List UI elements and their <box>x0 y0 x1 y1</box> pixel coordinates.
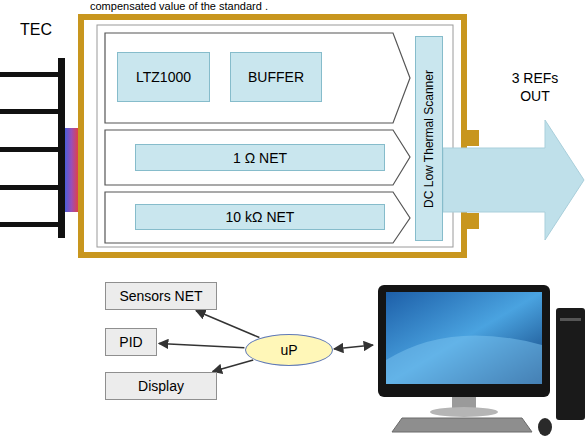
output-label: 3 REFs OUT <box>503 70 567 105</box>
box-text: PID <box>119 334 142 350</box>
buffer-box: BUFFER <box>230 52 322 102</box>
box-text: Sensors NET <box>119 288 202 304</box>
box-text: 10 kΩ NET <box>226 209 295 225</box>
process-box: PID <box>105 328 157 356</box>
box-text: Display <box>138 378 184 394</box>
resistor-network: 1 Ω NET <box>135 144 385 171</box>
box-text: 1 Ω NET <box>233 150 287 166</box>
box-text: LTZ1000 <box>136 69 191 85</box>
chip-box: LTZ1000 <box>117 52 210 102</box>
caption-fragment: compensated value of the standard . <box>90 0 268 14</box>
computer-icon <box>378 285 585 436</box>
housing-inner <box>84 20 461 252</box>
output-arrow <box>443 120 584 240</box>
pc-link-arrow <box>334 345 373 349</box>
box-text: uP <box>280 342 297 358</box>
scanner-box: DC Low Thermal Scanner <box>415 36 443 241</box>
tec-element <box>65 128 78 212</box>
housing <box>78 14 467 258</box>
box-text: DC Low Thermal Scanner <box>422 70 436 208</box>
processor-ellipse: uP <box>245 334 333 366</box>
part-label: TEC <box>20 20 52 40</box>
tec-heatsink <box>0 58 65 238</box>
module-chevrons <box>105 33 410 243</box>
box-text: BUFFER <box>248 69 304 85</box>
resistor-network: 10 kΩ NET <box>135 204 385 230</box>
process-box: Display <box>105 372 217 400</box>
connector-arrow <box>196 311 259 338</box>
connector-tab <box>461 130 479 146</box>
connector-arrow <box>159 343 244 347</box>
process-box: Sensors NET <box>105 282 217 310</box>
inner-enclosure <box>97 25 453 247</box>
connector-arrow <box>213 360 254 371</box>
connector-tab <box>461 213 479 229</box>
